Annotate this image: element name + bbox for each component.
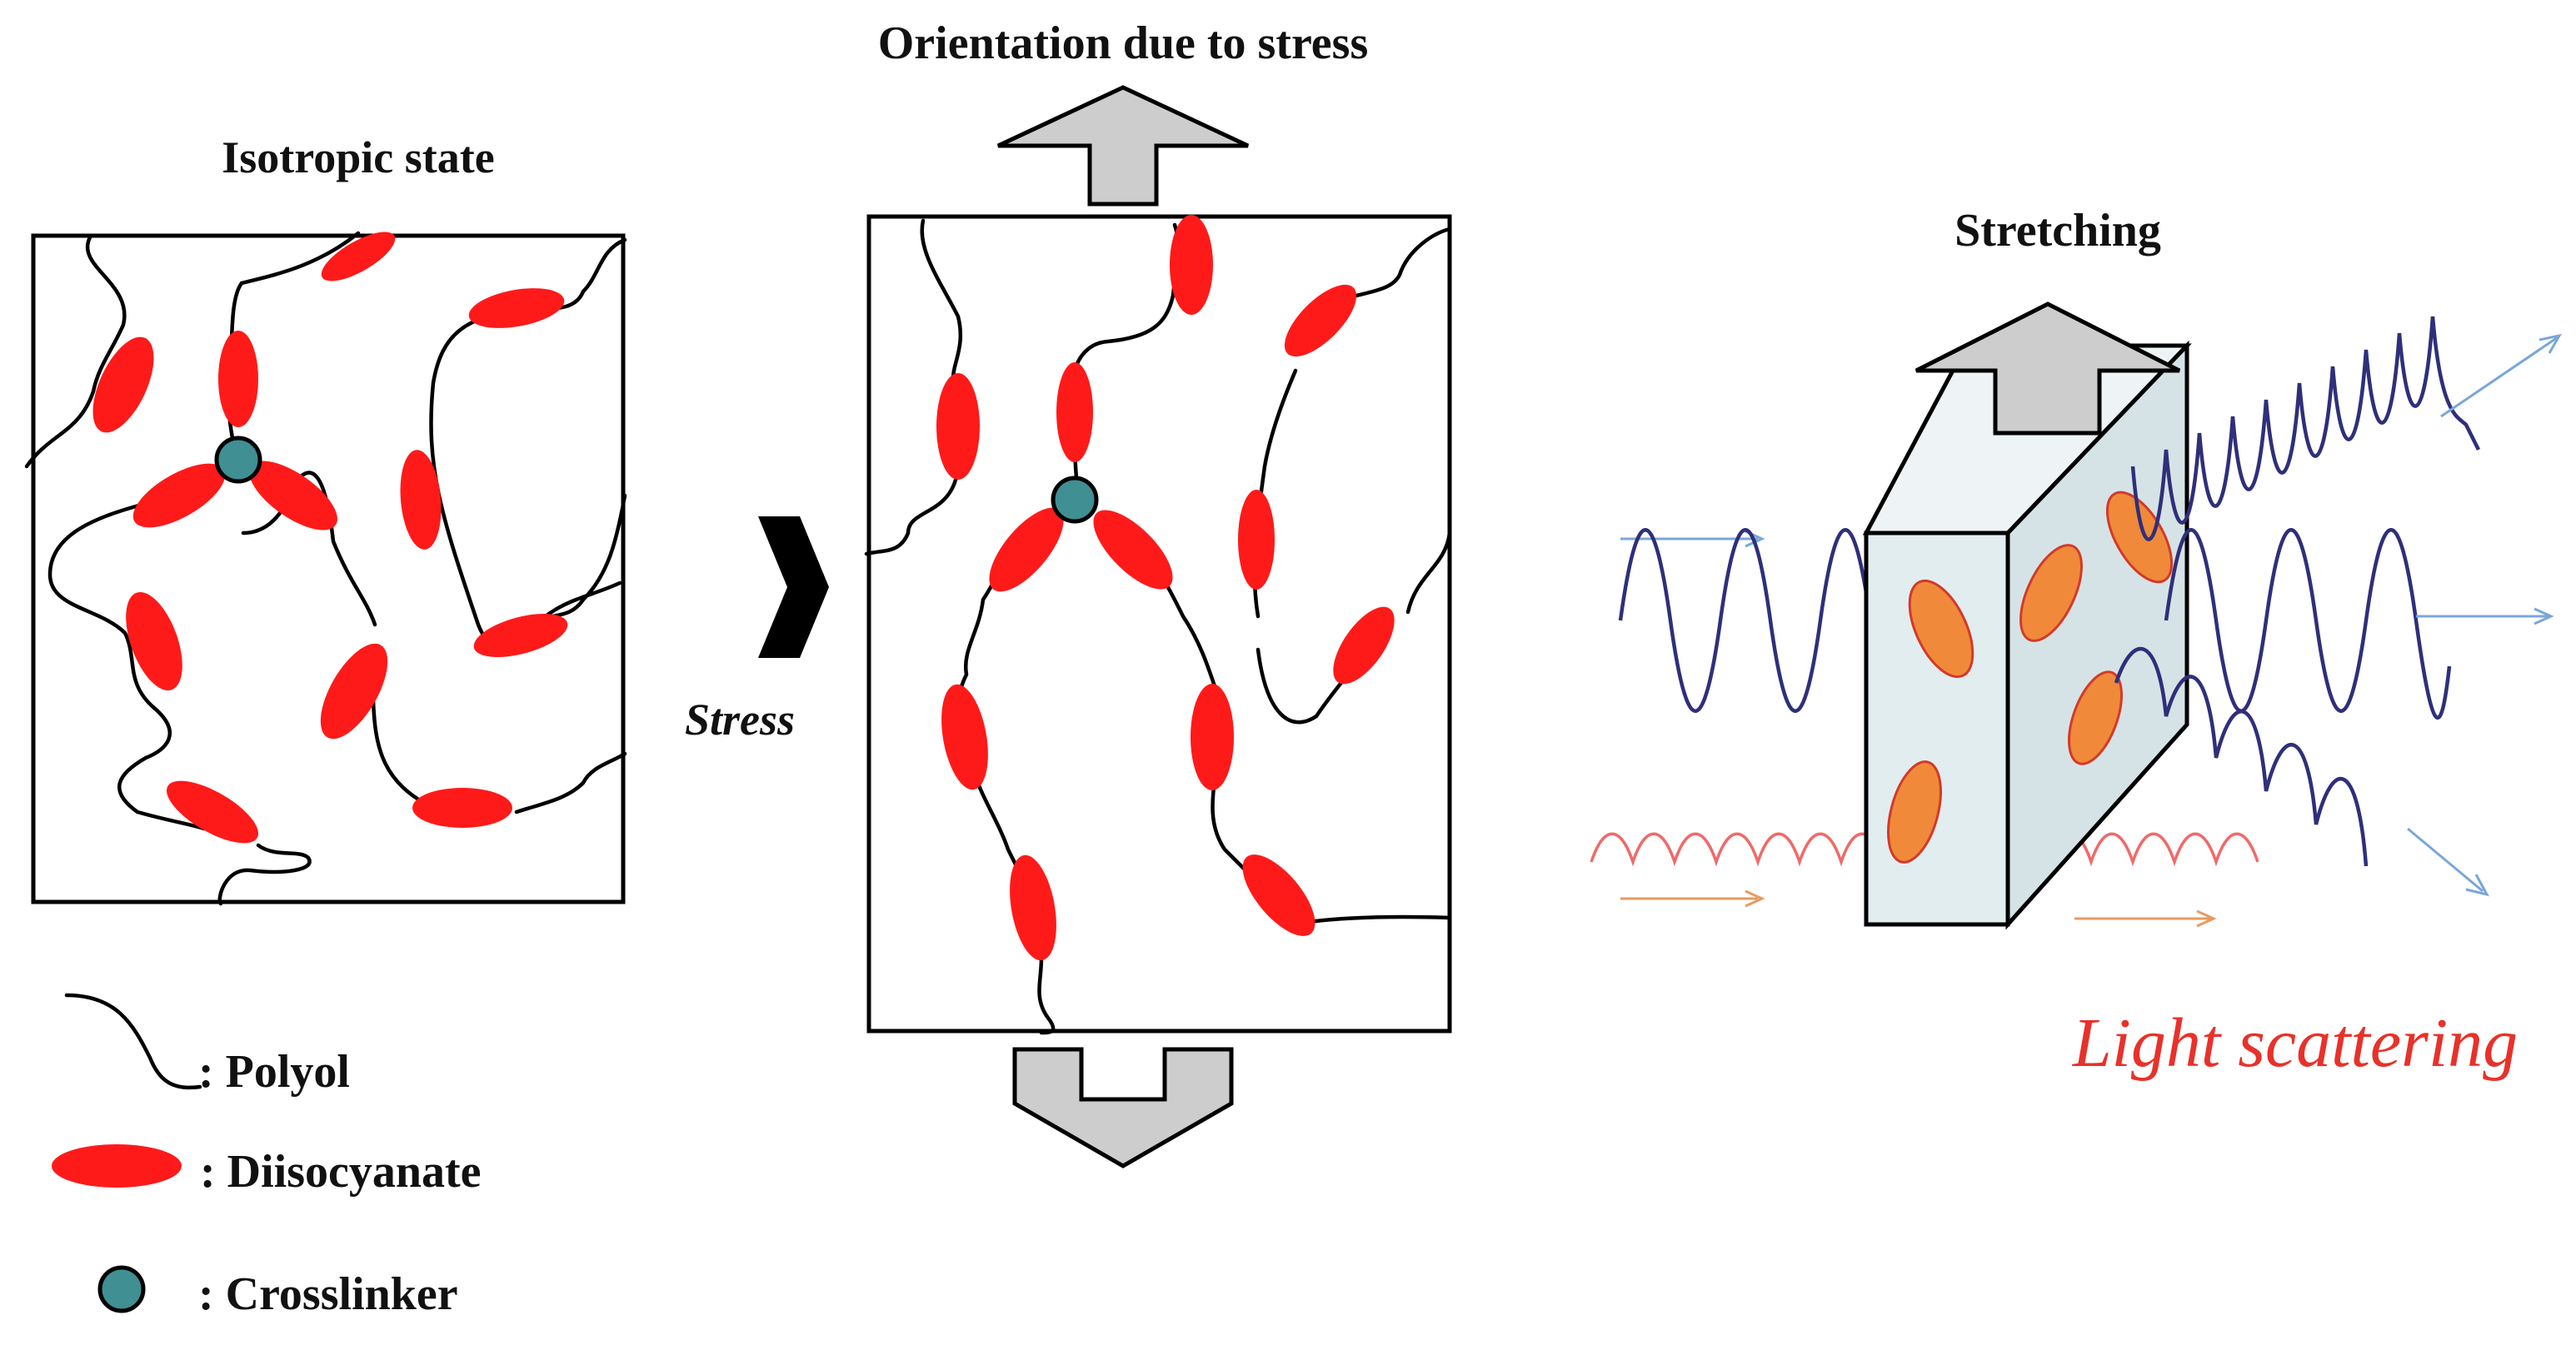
diisocyanate-ellipse-icon [166,780,259,844]
diisocyanate-ellipse-icon [473,613,568,658]
legend-label-crosslinker: : Crosslinker [198,1268,458,1320]
block-particles [1887,491,2174,864]
particle-ellipse-icon [2019,544,2083,642]
arrow-right-icon [2534,607,2554,625]
legend-label-diisocyanate: : Diisocyanate [200,1146,482,1198]
diisocyanate-ellipse-icon [936,373,980,480]
stretching-title: Stretching [1954,205,2161,257]
scattered-light-waves [2114,316,2481,867]
diisocyanate-ellipse-icon [1333,606,1395,685]
legend-item-crosslinker: : Crosslinker [97,1265,458,1320]
arrow-right-icon [2196,909,2217,928]
isotropic-polyol-chains [24,231,627,906]
arrow-down-icon [1012,1047,1234,1168]
oriented-box [866,214,1452,1034]
isotropic-diisocyanate-group [92,232,568,844]
chevron-right-icon [758,516,829,658]
isotropic-box [31,233,626,904]
diisocyanate-ellipse-icon [412,788,512,828]
crosslinker-circle-icon [97,1265,146,1313]
particle-ellipse-icon [2105,491,2174,584]
legend-item-polyol: : Polyol [64,993,350,1098]
arrow-up-icon [996,85,1250,207]
diisocyanate-ellipse-icon [989,507,1064,592]
crosslinker-circle-icon [1051,476,1099,524]
scattered-wave-right [2164,528,2452,720]
diisocyanate-ellipse-icon [1010,854,1056,961]
oriented-title: Orientation due to stress [878,17,1369,69]
panel-oriented: Orientation due to stress [864,17,1452,1168]
arrow-up-icon [1915,301,2181,436]
ray-blue-out-up [2440,336,2559,418]
diisocyanate-ellipse-icon [321,232,396,281]
legend-item-diisocyanate: : Diisocyanate [52,1144,482,1198]
outgoing-rays [2074,333,2562,928]
particle-ellipse-icon [1887,760,1942,864]
diisocyanate-ellipse-icon [1056,362,1093,462]
diisocyanate-ellipse-icon [320,643,388,740]
diisocyanate-ellipse-icon [468,288,565,328]
diisocyanate-ellipse-icon [1284,284,1357,357]
diisocyanate-ellipse-icon [1238,490,1275,590]
isotropic-title: Isotropic state [222,132,494,182]
diisocyanate-ellipse-icon [126,591,182,691]
panel-isotropic: Isotropic state [24,132,627,906]
diisocyanate-ellipse-icon [132,463,226,528]
scattered-wave-down [2114,646,2369,867]
arrow-right-icon [1745,889,1765,908]
polyol-chain-icon [64,993,202,1090]
diisocyanate-ellipse-icon [400,450,442,550]
crosslinker-circle-icon [214,436,262,484]
ray-blue-out-down [2407,827,2484,893]
diisocyanate-ellipse-icon [1093,510,1173,590]
diisocyanate-ellipse-icon [218,331,258,427]
particle-ellipse-icon [2068,670,2123,765]
legend: : Polyol : Diisocyanate : Crosslinker [52,993,482,1320]
incoming-rays [1620,530,1765,908]
diisocyanate-ellipse-icon [941,684,988,790]
particle-ellipse-icon [1908,579,1974,679]
diisocyanate-ellipse-icon [1242,854,1315,936]
legend-label-polyol: : Polyol [198,1046,350,1098]
stress-transition: Stress [685,516,829,745]
arrow-up-right-icon [2539,333,2562,354]
diisocyanate-ellipse-icon [1170,215,1213,315]
scattered-wave-up [2130,316,2481,541]
diisocyanate-ellipse-icon [52,1144,182,1188]
stretched-block [1862,301,2192,930]
light-scattering-caption: Light scattering [2072,1004,2518,1082]
oriented-diisocyanate-group [936,215,1395,961]
stress-label: Stress [685,695,795,745]
block-side-face [2005,340,2189,930]
panel-stretching: Stretching [1590,205,2562,1082]
diisocyanate-ellipse-icon [1191,684,1234,790]
arrow-down-right-icon [2465,874,2489,897]
diisocyanate-ellipse-icon [92,336,154,433]
diisocyanate-ellipse-icon [249,461,337,531]
